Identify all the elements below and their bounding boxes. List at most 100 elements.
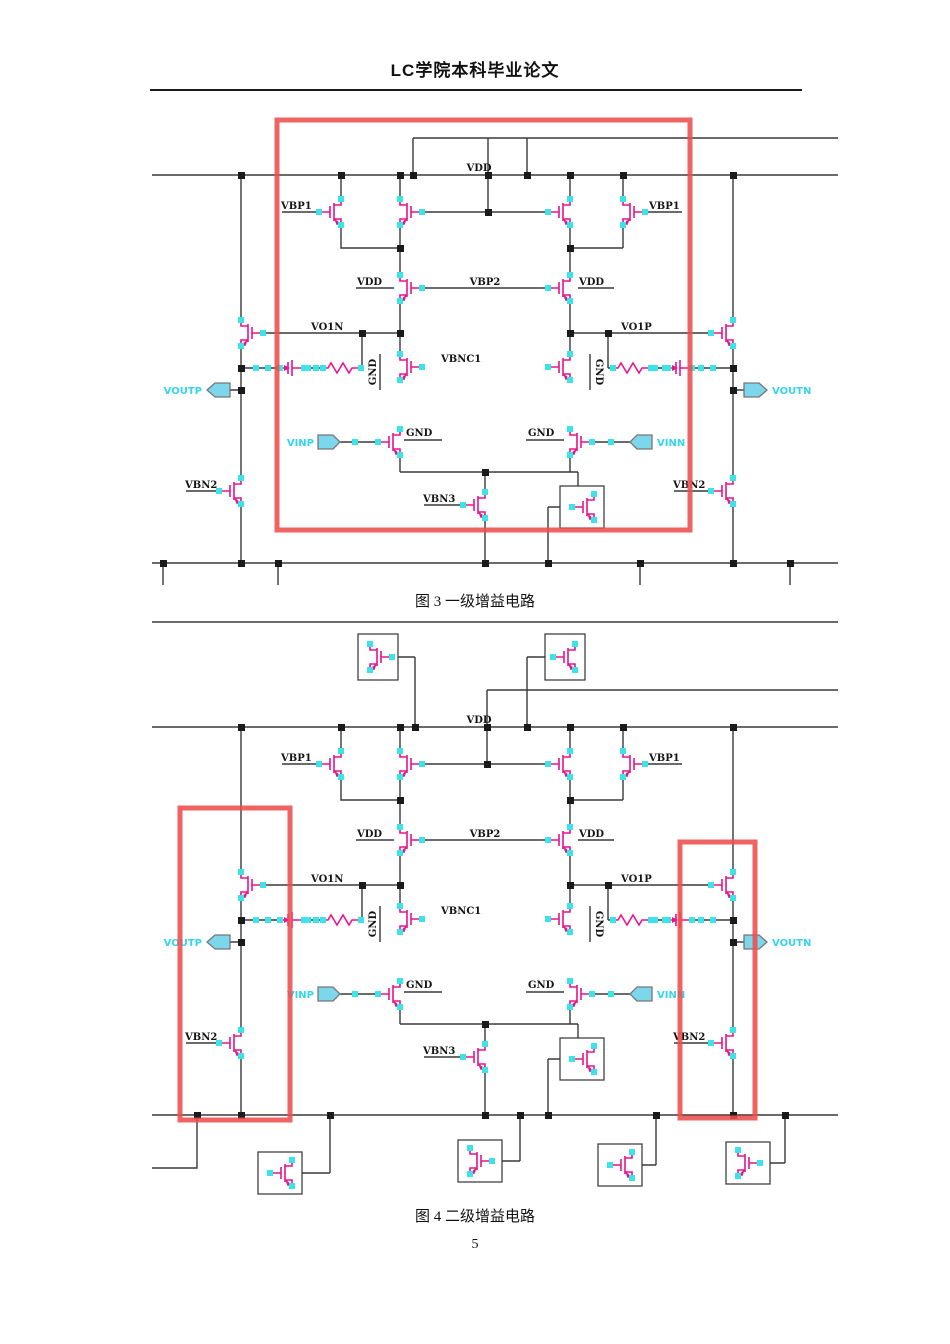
page-number: 5 <box>471 1237 479 1252</box>
pmos-output-right <box>707 868 737 902</box>
port-voutp <box>206 934 231 950</box>
figure4-schematic: VDD VBP1 VBP1 VDD VBP2 VDD VO1N VO1P VBN… <box>152 621 838 1195</box>
figure3-caption: 图 3 一级增益电路 <box>414 594 535 610</box>
net-label-vbp1-left: VBP1 <box>280 753 312 764</box>
nmos-diode-connected <box>568 490 598 524</box>
document-header-title: LC学院本科毕业论文 <box>390 61 560 80</box>
net-label-vdd-right: VDD <box>578 277 604 288</box>
net-label-vdd-left: VDD <box>356 829 382 840</box>
fig3-wire-pins <box>253 365 716 445</box>
net-label-gnd-left: GND <box>406 428 433 439</box>
net-label-vdd-left: VDD <box>356 277 382 288</box>
net-label-gnd-right: GND <box>528 980 555 991</box>
net-label-gnd-cascode-left: GND <box>368 358 379 385</box>
nmos-diode-bottom-2 <box>466 1144 496 1178</box>
diode-nmos-box-4 <box>725 1141 771 1185</box>
nmos-diode-bottom-1 <box>266 1156 296 1190</box>
nmos-input-left <box>374 977 404 1011</box>
nmos-cascode-left <box>396 350 426 384</box>
nmos-tail-vbn3 <box>459 1040 489 1074</box>
net-label-gnd-cascode-left: GND <box>368 910 379 937</box>
net-label-gnd-right: GND <box>528 428 555 439</box>
pmos-inner-left <box>396 195 426 229</box>
pmos-output-left <box>237 868 267 902</box>
port-label-voutn: VOUTN <box>772 386 811 397</box>
net-label-vbp2: VBP2 <box>469 829 501 840</box>
pmos-diode-top-left <box>366 640 396 674</box>
port-label-vinp: VINP <box>287 990 314 1001</box>
pmos-vbp1-right <box>619 195 649 229</box>
diode-mos-box <box>559 1037 605 1081</box>
net-label-vbnc1: VBNC1 <box>440 354 481 365</box>
nmos-diode-bottom-3 <box>606 1148 636 1182</box>
pmos-inner-right <box>544 747 574 781</box>
net-label-vbn2-left: VBN2 <box>184 480 217 491</box>
header-rule <box>150 89 802 91</box>
net-label-vbp1-right: VBP1 <box>648 753 680 764</box>
nmos-cascode-right <box>544 350 574 384</box>
net-label-vbp1-left: VBP1 <box>280 201 312 212</box>
net-label-vbn3: VBN3 <box>422 494 455 505</box>
highlight-box-fig4-left <box>177 805 293 1123</box>
net-label-vbn2-right: VBN2 <box>672 1032 705 1043</box>
diode-nmos-box-3 <box>597 1143 643 1187</box>
pmos-vbp2-right <box>544 271 574 305</box>
pmos-vbp1-left <box>315 747 345 781</box>
diode-pmos-box-left <box>357 633 399 681</box>
net-label-gnd-left: GND <box>406 980 433 991</box>
figure4-caption: 图 4 二级增益电路 <box>414 1209 535 1225</box>
net-label-vo1p: VO1P <box>620 874 652 885</box>
nmos-input-right <box>566 425 596 459</box>
port-vinp <box>317 434 341 450</box>
net-label-vdd-top: VDD <box>465 715 491 726</box>
nmos-vbn2-left <box>215 1026 245 1060</box>
port-vinn <box>629 986 653 1002</box>
net-label-vbp1-right: VBP1 <box>648 201 680 212</box>
nmos-vbn2-right <box>707 1026 737 1060</box>
compensation-moscap-left <box>276 359 308 377</box>
nmos-input-left <box>374 425 404 459</box>
net-label-vdd-top: VDD <box>465 163 491 174</box>
highlight-box-fig3 <box>274 117 693 533</box>
port-label-voutn: VOUTN <box>772 938 811 949</box>
nmos-vbn2-right <box>707 474 737 508</box>
net-label-vo1n: VO1N <box>310 874 343 885</box>
port-label-vinp: VINP <box>287 438 314 449</box>
nmos-tail-vbn3 <box>459 488 489 522</box>
port-label-vinn: VINN <box>657 990 685 1001</box>
diode-pmos-box-right <box>544 633 586 681</box>
figure3-schematic: VDD VBP1 VBP1 VDD VBP2 VDD VO1N VO1P VBN… <box>152 117 838 585</box>
nmos-vbn2-left <box>215 474 245 508</box>
net-label-vbn3: VBN3 <box>422 1046 455 1057</box>
net-label-vo1p: VO1P <box>620 322 652 333</box>
port-label-voutp: VOUTP <box>164 386 202 397</box>
pmos-diode-top-right <box>549 640 579 674</box>
compensation-resistor-right <box>609 362 655 374</box>
nmos-cascode-left <box>396 902 426 936</box>
compensation-resistor-left <box>319 362 365 374</box>
highlight-box-fig4-right <box>677 839 758 1121</box>
pmos-output-right <box>707 316 737 350</box>
nmos-input-right <box>566 977 596 1011</box>
port-vinn <box>629 434 653 450</box>
pmos-vbp1-right <box>619 747 649 781</box>
pmos-vbp2-left <box>396 823 426 857</box>
net-label-vbp2: VBP2 <box>469 277 501 288</box>
diode-nmos-box-1 <box>257 1151 303 1195</box>
pmos-vbp2-left <box>396 271 426 305</box>
fig3-wires <box>152 137 838 585</box>
net-label-vo1n: VO1N <box>310 322 343 333</box>
pmos-output-left <box>237 316 267 350</box>
diode-nmos-box-2 <box>457 1139 503 1183</box>
net-label-vbn2-left: VBN2 <box>184 1032 217 1043</box>
nmos-cascode-right <box>544 902 574 936</box>
net-label-gnd-cascode-right: GND <box>593 911 604 938</box>
nmos-diode-connected <box>568 1042 598 1076</box>
pmos-vbp2-right <box>544 823 574 857</box>
port-voutp <box>206 382 231 398</box>
port-vinp <box>317 986 341 1002</box>
pmos-vbp1-left <box>315 195 345 229</box>
net-label-vbnc1: VBNC1 <box>440 906 481 917</box>
